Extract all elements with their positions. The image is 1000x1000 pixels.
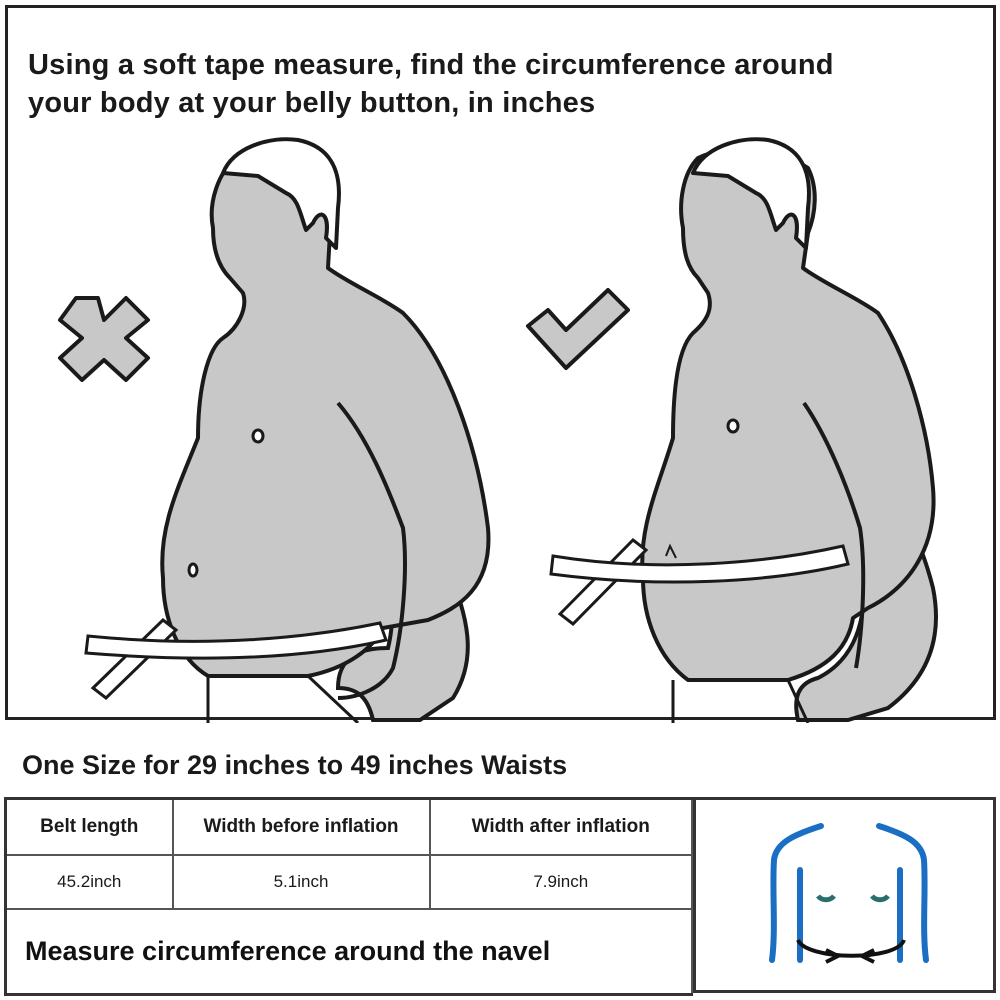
instruction-panel: Using a soft tape measure, find the circ…	[5, 5, 996, 723]
spec-table-header-row: Belt length Width before inflation Width…	[4, 797, 693, 856]
figure-correct	[549, 137, 938, 723]
value-width-before: 5.1inch	[171, 853, 431, 910]
torso-diagram	[769, 823, 929, 964]
torso-diagram-box	[693, 797, 996, 993]
spec-table-value-row: 45.2inch 5.1inch 7.9inch	[4, 853, 693, 910]
instruction-title-line1: Using a soft tape measure, find the circ…	[28, 49, 834, 81]
instruction-title-line2: your body at your belly button, in inche…	[28, 87, 596, 119]
x-mark-icon	[58, 296, 150, 382]
instruction-title: Using a soft tape measure, find the circ…	[28, 46, 978, 122]
spec-table-note-row: Measure circumference around the navel	[4, 907, 693, 996]
right-nipple	[870, 894, 890, 903]
measurement-illustration	[58, 137, 938, 723]
spec-table: Belt length Width before inflation Width…	[4, 797, 693, 996]
header-width-before: Width before inflation	[171, 797, 431, 856]
size-heading: One Size for 29 inches to 49 inches Wais…	[22, 750, 568, 780]
value-belt-length: 45.2inch	[4, 853, 174, 910]
right-shoulder-outline	[876, 823, 929, 963]
measure-note: Measure circumference around the navel	[4, 907, 693, 996]
left-nipple	[816, 894, 836, 903]
left-shoulder-outline	[769, 823, 824, 963]
header-belt-length: Belt length	[4, 797, 174, 856]
figure-incorrect	[84, 137, 491, 723]
value-width-after: 7.9inch	[428, 853, 693, 910]
measure-arrow-icon	[796, 938, 906, 964]
check-mark-icon	[526, 288, 630, 370]
header-width-after: Width after inflation	[428, 797, 693, 856]
